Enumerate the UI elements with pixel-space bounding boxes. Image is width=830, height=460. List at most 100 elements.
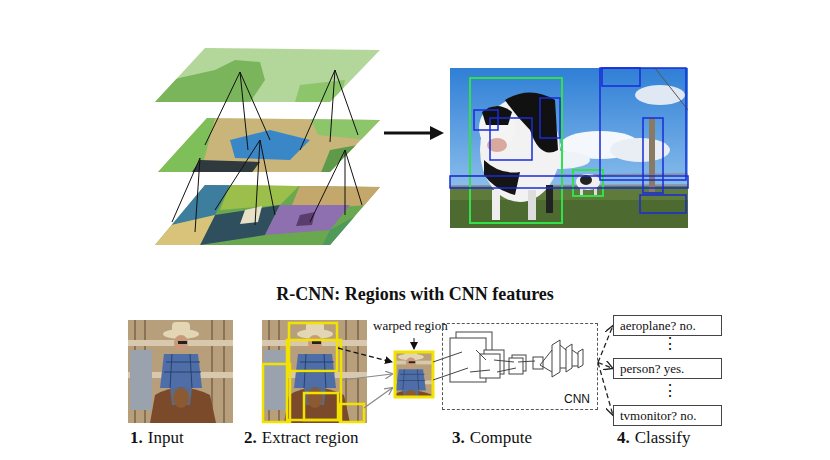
connector-arrow — [598, 363, 613, 416]
detection-photo-part-part — [640, 195, 686, 213]
segmentation-layers-part — [172, 70, 362, 232]
detection-photo-part-part — [546, 185, 553, 213]
cnn-layers-part-part — [494, 360, 514, 362]
segmentation-layers-part-part — [255, 140, 260, 225]
detection-photo-part-part — [474, 110, 498, 130]
detection-photo-part-part — [482, 106, 512, 125]
segmentation-layers-part-part — [215, 140, 260, 210]
warp-arrows-part — [364, 388, 392, 408]
warped-region: warped region — [395, 352, 433, 397]
warped-image — [373, 348, 449, 412]
warp-arrows-part — [414, 338, 415, 349]
class-box: tvmonitor? no. — [613, 405, 722, 426]
warped-image-part — [395, 352, 433, 397]
segmentation-layers-part-part — [200, 205, 280, 245]
detection-photo-part — [450, 68, 688, 228]
detection-photo-part-part — [490, 118, 532, 160]
segmentation-layers-part — [150, 60, 345, 102]
connector-arrow — [598, 326, 613, 363]
region-image-part-part — [287, 340, 341, 420]
detection-photo-part-part — [492, 190, 500, 220]
detection-photo-part-part — [649, 118, 655, 192]
cnn-layers-part-part — [470, 370, 490, 372]
cnn-layers-part-part — [540, 365, 552, 372]
flow-arrow-part — [384, 132, 432, 135]
cnn-layers-part-part — [560, 345, 566, 350]
step-name: Classify — [635, 428, 691, 447]
cnn-layers-part-part — [572, 366, 578, 367]
region-image-part-part — [340, 404, 364, 422]
detection-photo-part-part — [643, 118, 663, 193]
step-number: 2. — [244, 428, 257, 447]
input-image — [128, 320, 233, 423]
cnn-layers-part — [433, 345, 578, 380]
region-heading: warped region — [373, 318, 448, 334]
cnn-layers-part-part — [572, 350, 578, 354]
segmentation-layers-part-part — [345, 150, 362, 205]
step-number: 1. — [130, 428, 143, 447]
step-label: 2.Extract region — [244, 428, 359, 448]
step-number: 4. — [617, 428, 630, 447]
cnn-layers — [433, 332, 583, 382]
region-image-part — [262, 320, 367, 423]
segmentation-layers-part-part — [320, 140, 385, 175]
step-label: 1. Input — [130, 428, 184, 448]
flow-arrow — [384, 126, 444, 140]
step-label: 4. Classify — [617, 428, 690, 448]
segmentation-layers-part-part — [310, 118, 385, 140]
segmentation-layers-part-part — [320, 200, 385, 250]
segmentation-layers-part-part — [190, 160, 260, 175]
detection-photo-part-part — [602, 68, 640, 86]
detection-photo-part-part — [450, 68, 688, 228]
cnn-layers-part-part — [540, 350, 552, 365]
class-text: aeroplane? no. — [620, 318, 696, 333]
region-image-part — [263, 323, 364, 422]
cnn-layers-part-part — [433, 368, 468, 380]
cnn-layers-part-part — [433, 352, 462, 362]
segmentation-layers-part-part — [300, 70, 335, 150]
cnn-layers-part-part — [560, 368, 566, 369]
detection-photo-part-part — [450, 176, 688, 188]
connector-arrow — [598, 363, 613, 369]
segmentation-layers-part-part — [205, 72, 240, 145]
segmentation-layers-part-part — [172, 158, 200, 222]
segmentation-layers-part-part — [240, 206, 262, 224]
detection-photo-part-part — [573, 170, 603, 196]
input-image-part — [128, 320, 233, 423]
segmentation-layers-part-part — [195, 158, 200, 232]
class-box: person? yes. — [613, 358, 722, 379]
cnn-layers-part-part — [497, 368, 516, 372]
segmentation-layers-part-part — [330, 70, 335, 142]
cnn-layers-part — [566, 344, 572, 372]
region-image-part-part — [304, 393, 338, 420]
step-name: Input — [148, 428, 184, 447]
step-label: 3.Compute — [452, 428, 532, 448]
detection-photo-part — [450, 68, 688, 223]
detection-photo-part-part — [635, 85, 685, 105]
detection-photo-part-part — [540, 98, 560, 138]
segmentation-layers-part-part — [335, 70, 358, 135]
cnn-layers-part-part — [476, 350, 486, 360]
ellipsis-mark: ⋮ — [662, 334, 678, 353]
cnn-label: CNN — [563, 392, 591, 406]
detection-photo-part-part — [484, 160, 520, 195]
warp-arrows-part — [342, 374, 392, 380]
diagram-title: R-CNN: Regions with CNN features — [0, 284, 830, 305]
class-box: aeroplane? no. — [613, 315, 722, 336]
cnn-layers-part — [509, 358, 523, 374]
segmentation-layers-part-part — [345, 150, 346, 215]
step-number: 3. — [452, 428, 465, 447]
detection-photo-part-part — [594, 188, 597, 195]
warped-image-part-part — [395, 352, 433, 397]
warp-arrows-part — [338, 348, 392, 362]
segmentation-layers-part-part — [260, 140, 275, 215]
detection-photo-part-part — [528, 190, 536, 220]
class-text: person? yes. — [620, 361, 684, 376]
cnn-layers-part-part — [518, 361, 535, 362]
segmentation-layers-part-part — [310, 150, 345, 222]
segmentation-layers-part-part — [295, 80, 345, 102]
detection-photo-part-part — [655, 68, 688, 110]
segmentation-layers-part-part — [150, 60, 265, 102]
